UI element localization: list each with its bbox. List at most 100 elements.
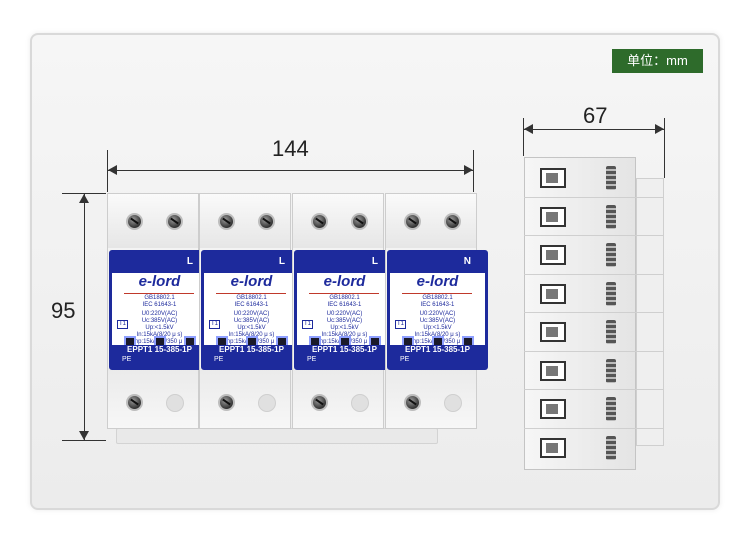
dim-arrow-left bbox=[108, 165, 117, 175]
side-divider bbox=[524, 389, 664, 390]
side-divider bbox=[524, 350, 664, 352]
dim-height-front-tick-bottom bbox=[62, 440, 106, 441]
model-number: EPPT1 15-385-1P bbox=[405, 345, 470, 354]
module-top-terminal bbox=[200, 194, 290, 248]
terminal-hole bbox=[166, 394, 184, 412]
side-divider bbox=[524, 427, 664, 429]
label-footer: EPPT1 15-385-1P PE bbox=[112, 345, 207, 367]
dim-arrow-down bbox=[79, 431, 89, 440]
unit-badge: 单位：mm bbox=[612, 49, 703, 73]
phase-label: L bbox=[112, 253, 207, 273]
side-window-icon bbox=[540, 283, 566, 304]
terminal-screw-icon bbox=[218, 394, 235, 411]
terminal-screw-icon bbox=[311, 213, 328, 230]
dim-side-arrow-right bbox=[655, 124, 664, 134]
terminal-screw-icon bbox=[258, 213, 275, 230]
side-latch-icon bbox=[606, 243, 616, 267]
side-window-icon bbox=[540, 399, 566, 419]
dim-width-front-tick-right bbox=[473, 150, 474, 192]
pe-label: PE bbox=[400, 356, 410, 363]
side-divider bbox=[524, 312, 664, 313]
dim-width-side-line bbox=[524, 129, 664, 130]
side-latch-icon bbox=[606, 320, 616, 344]
module-top-terminal bbox=[386, 194, 476, 248]
dim-side-arrow-left bbox=[524, 124, 533, 134]
side-window-icon bbox=[540, 206, 566, 227]
terminal-screw-icon bbox=[404, 394, 421, 411]
label-footer: EPPT1 15-385-1P PE bbox=[390, 345, 485, 367]
terminal-hole bbox=[351, 394, 369, 412]
brand-underline bbox=[216, 293, 286, 294]
side-divider bbox=[524, 273, 664, 275]
dim-height-front-label: 95 bbox=[51, 298, 76, 323]
terminal-hole bbox=[258, 394, 276, 412]
side-module-row bbox=[526, 314, 636, 350]
brand-logo: e-lord bbox=[138, 273, 181, 290]
side-window-icon bbox=[540, 322, 566, 342]
side-module-row bbox=[526, 160, 636, 196]
side-window-icon bbox=[540, 245, 566, 265]
side-window-icon bbox=[540, 360, 566, 381]
dim-arrow-right bbox=[464, 165, 473, 175]
model-number: EPPT1 15-385-1P bbox=[312, 345, 377, 354]
side-divider bbox=[524, 235, 664, 236]
brand-logo: e-lord bbox=[230, 273, 273, 290]
terminal-screw-icon bbox=[311, 394, 328, 411]
dim-width-side-label: 67 bbox=[583, 103, 608, 128]
model-number: EPPT1 15-385-1P bbox=[219, 345, 284, 354]
label-footer: EPPT1 15-385-1P PE bbox=[297, 345, 392, 367]
pe-label: PE bbox=[122, 356, 132, 363]
module-bottom-terminal bbox=[386, 368, 476, 428]
terminal-screw-icon bbox=[404, 213, 421, 230]
terminal-screw-icon bbox=[218, 213, 235, 230]
terminal-screw-icon bbox=[166, 213, 183, 230]
terminal-screw-icon bbox=[444, 213, 461, 230]
dim-width-front-line bbox=[108, 170, 473, 171]
side-latch-icon bbox=[606, 281, 616, 306]
side-module-row bbox=[526, 237, 636, 273]
terminal-screw-icon bbox=[126, 394, 143, 411]
side-module-row bbox=[526, 199, 636, 235]
phase-label: N bbox=[390, 253, 485, 273]
side-latch-icon bbox=[606, 397, 616, 421]
dim-width-side-tick-right bbox=[664, 118, 665, 178]
brand-underline bbox=[402, 293, 472, 294]
dim-width-side-tick-left bbox=[523, 118, 524, 156]
dim-arrow-up bbox=[79, 194, 89, 203]
side-divider bbox=[524, 196, 664, 198]
brand-underline bbox=[309, 293, 379, 294]
side-latch-icon bbox=[606, 358, 616, 383]
dim-width-front-tick-left bbox=[107, 150, 108, 192]
module-top-terminal bbox=[293, 194, 383, 248]
pe-label: PE bbox=[214, 356, 224, 363]
terminal-hole bbox=[444, 394, 462, 412]
side-module-row bbox=[526, 391, 636, 427]
side-latch-icon bbox=[606, 204, 616, 229]
side-window-icon bbox=[540, 437, 566, 458]
side-module-row bbox=[526, 353, 636, 389]
dim-height-front-tick-top bbox=[62, 193, 106, 194]
pe-label: PE bbox=[307, 356, 317, 363]
model-number: EPPT1 15-385-1P bbox=[127, 345, 192, 354]
terminal-screw-icon bbox=[126, 213, 143, 230]
dim-width-front-label: 144 bbox=[272, 136, 309, 161]
brand-logo: e-lord bbox=[323, 273, 366, 290]
side-latch-icon bbox=[606, 166, 616, 190]
din-rail bbox=[116, 428, 438, 444]
class-badge: T1 bbox=[302, 320, 314, 329]
class-badge: T1 bbox=[209, 320, 221, 329]
class-badge: T1 bbox=[117, 320, 129, 329]
module-bottom-terminal bbox=[108, 368, 198, 428]
dim-height-front-line bbox=[84, 194, 85, 440]
module-top-terminal bbox=[108, 194, 198, 248]
